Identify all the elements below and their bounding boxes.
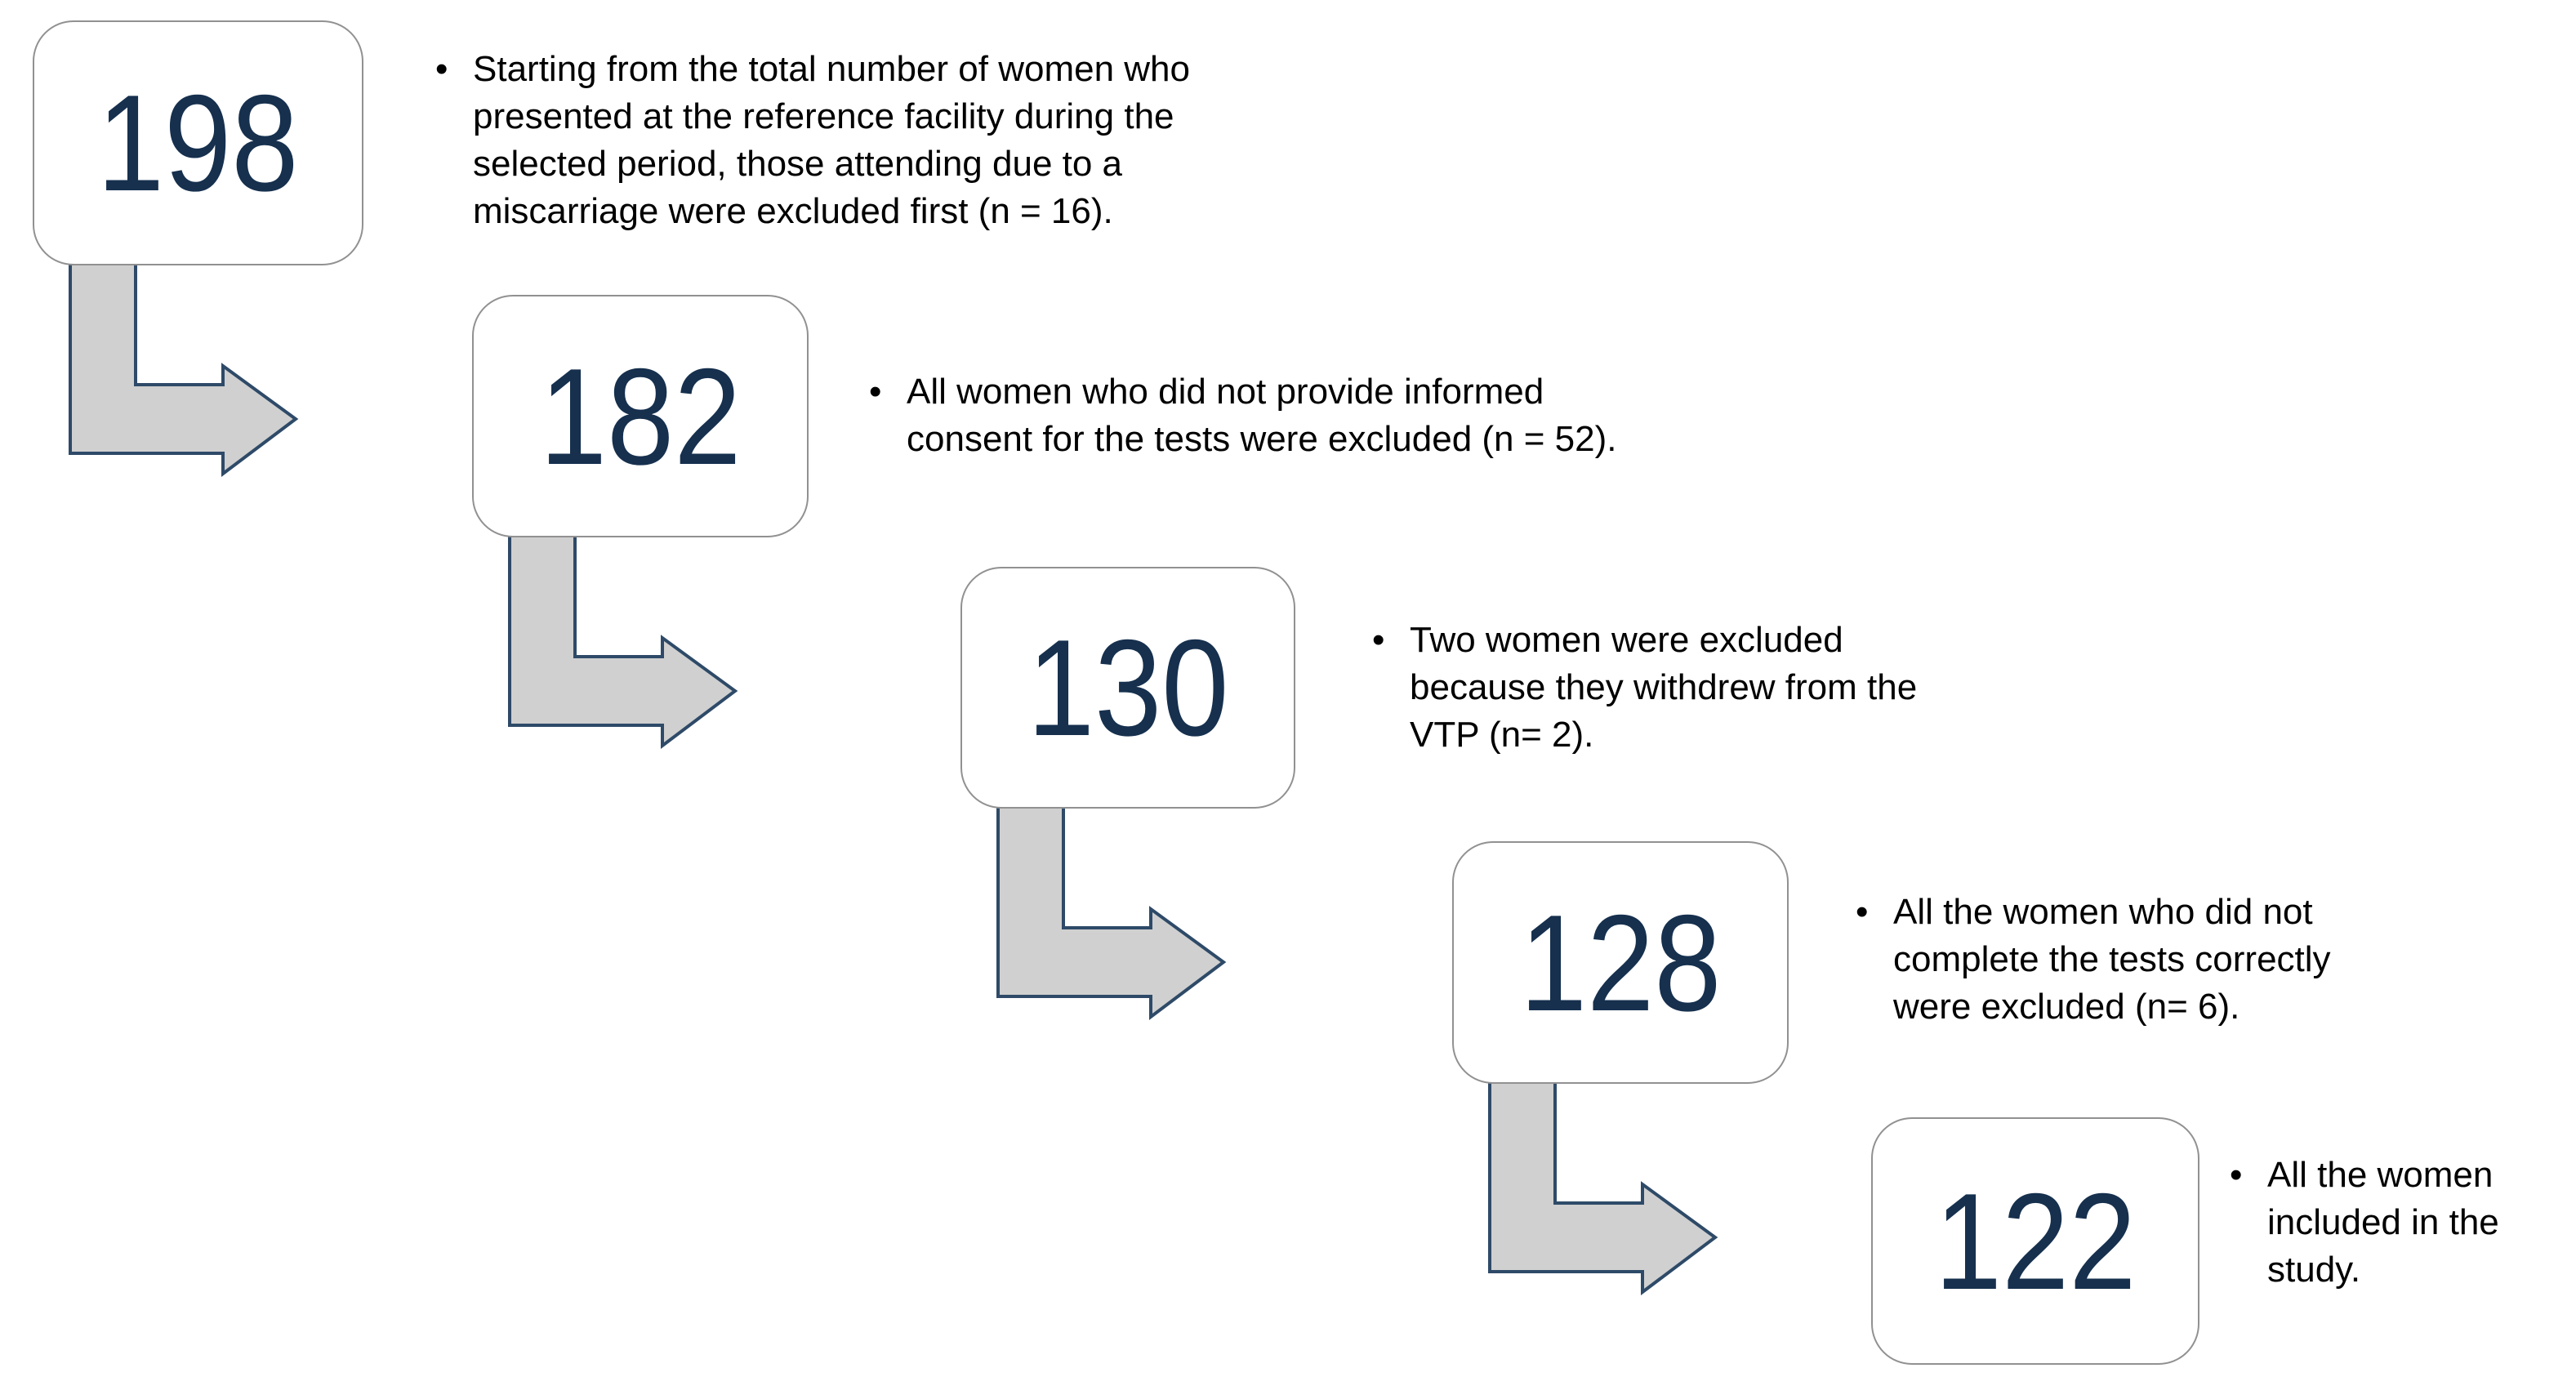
bent-arrow-icon (1488, 1081, 1718, 1296)
note-text: Starting from the total number of women … (473, 49, 1190, 231)
bullet-marker: • (869, 372, 882, 412)
count-value: 182 (539, 339, 742, 493)
bullet-marker: • (1856, 892, 1869, 932)
count-value: 198 (97, 66, 299, 220)
count-box-step-2: 182 (472, 295, 809, 537)
note-text: All the women included in the study. (2267, 1155, 2499, 1290)
count-value: 128 (1519, 885, 1722, 1040)
bent-arrow-icon (508, 534, 738, 750)
step-note: • All the women included in the study. (2230, 1152, 2499, 1294)
bullet-marker: • (1372, 620, 1385, 660)
step-note: • All women who did not provide informed… (869, 368, 1616, 463)
step-note: • Two women were excluded because they w… (1372, 617, 1917, 759)
count-value: 130 (1027, 611, 1229, 764)
count-box-step-3: 130 (960, 567, 1295, 809)
step-note: • Starting from the total number of wome… (435, 46, 1190, 235)
count-box-step-5: 122 (1871, 1117, 2199, 1365)
bullet-marker: • (435, 49, 448, 89)
count-box-step-4: 128 (1452, 841, 1789, 1084)
bent-arrow-icon (69, 262, 299, 478)
step-note: • All the women who did not complete the… (1856, 889, 2331, 1031)
count-value: 122 (1934, 1164, 2137, 1318)
count-box-step-1: 198 (33, 20, 363, 265)
note-text: All the women who did not complete the t… (1893, 892, 2331, 1027)
note-text: Two women were excluded because they wit… (1410, 620, 1918, 755)
bent-arrow-icon (996, 805, 1227, 1021)
note-text: All women who did not provide informed c… (907, 372, 1617, 459)
bullet-marker: • (2230, 1155, 2243, 1195)
